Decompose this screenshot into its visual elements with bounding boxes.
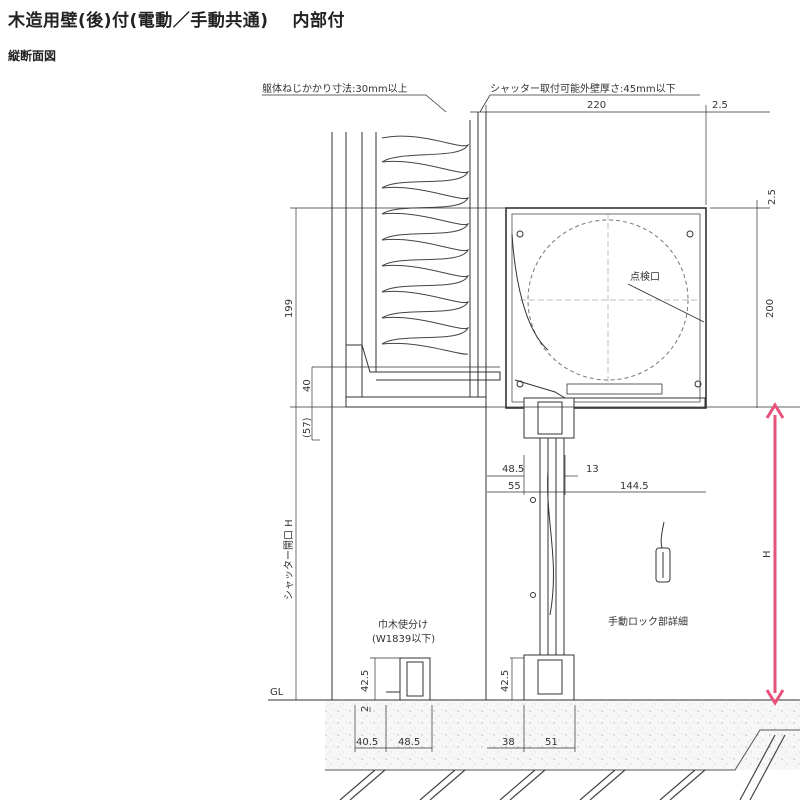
dimension-lines [290,105,800,752]
skirting [386,657,431,701]
shutter-box [505,207,707,409]
dim-2-5-top: 2.5 [712,100,728,111]
dim-220: 220 [587,100,606,111]
dim-2: 2 [360,706,371,712]
dim-57: (57) [302,417,313,438]
lock-detail [655,521,671,583]
skirting-label-2: (W1839以下) [372,634,435,645]
dim-42-5-left: 42.5 [360,670,371,692]
dim-h: H [762,550,773,558]
inspection-label: 点検口 [630,270,660,283]
page-title: 木造用壁(後)付(電動／手動共通) 内部付 [8,11,345,31]
dim-48-5: 48.5 [502,464,524,475]
dim-42-5-right: 42.5 [500,670,511,692]
ground-slab [268,699,800,800]
opening-height-label: シャッター開口 H [283,519,295,600]
insulation [381,135,470,355]
dim-40: 40 [302,379,313,392]
dim-40-5: 40.5 [356,737,378,748]
wall-screw-label: 躯体ねじかかり寸法:30mm以上 [262,82,408,95]
skirting-label-1: 巾木使分け [378,618,428,631]
page-subtitle: 縦断面図 [8,49,57,63]
dim-38: 38 [502,737,515,748]
dim-51: 51 [545,737,558,748]
dim-55: 55 [508,481,521,492]
shutter-rail [523,397,575,701]
height-arrow [765,402,785,706]
wall-section [331,112,501,700]
dim-199: 199 [284,299,295,318]
dim-13: 13 [586,464,599,475]
dim-144-5: 144.5 [620,481,649,492]
dim-48-5-bottom: 48.5 [398,737,420,748]
lock-detail-label: 手動ロック部詳細 [608,615,688,628]
gl-label: GL [270,687,284,698]
dim-2-5-side: 2.5 [767,189,778,205]
shutter-wall-label: シャッター取付可能外壁厚さ:45mm以下 [490,82,676,95]
dim-200: 200 [765,299,776,318]
